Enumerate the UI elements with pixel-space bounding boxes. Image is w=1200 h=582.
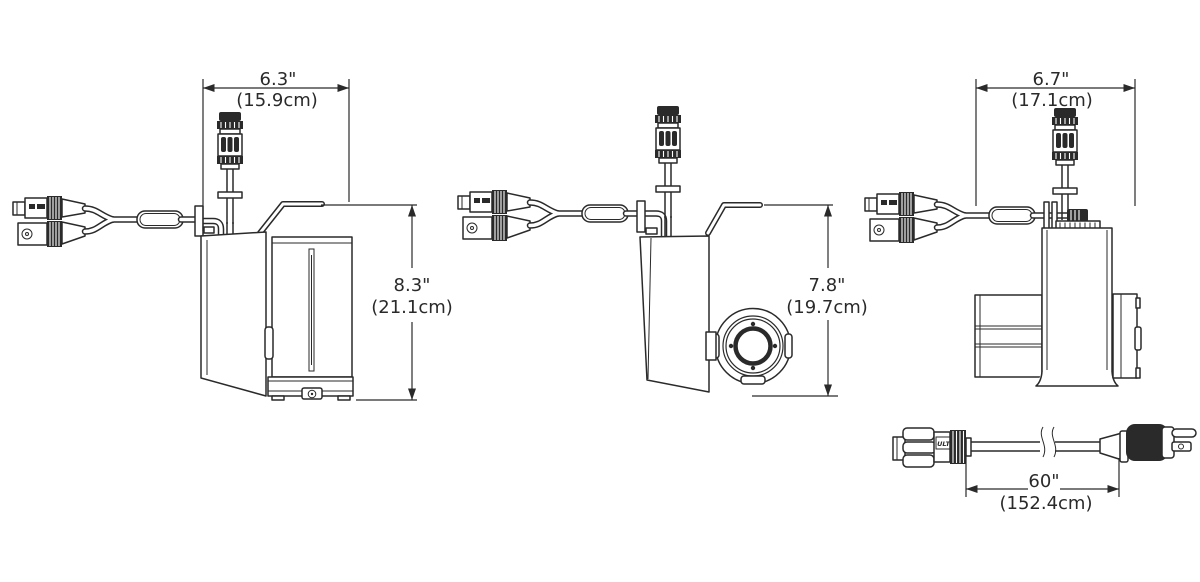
front-width-dimension: 6.3" (15.9cm) xyxy=(202,69,350,231)
front-width-metric-label: (15.9cm) xyxy=(236,90,318,111)
cord-length-metric-label: (152.4cm) xyxy=(999,493,1092,514)
head-housing-side xyxy=(974,294,1043,378)
base-platform xyxy=(267,376,354,401)
stem-flange-plate xyxy=(636,200,646,233)
front-width-inches-label: 6.3" xyxy=(260,69,297,90)
rear-width-dimension: 6.7" (17.1cm) xyxy=(975,69,1136,206)
rear-width-inches-label: 6.7" xyxy=(1033,69,1070,90)
side-track-adapter xyxy=(654,105,682,219)
latch xyxy=(264,326,274,360)
side-height-metric-label: (19.7cm) xyxy=(786,297,868,318)
bezel-tab xyxy=(740,375,766,385)
bezel-screw xyxy=(728,343,734,349)
front-slot xyxy=(308,248,315,372)
bezel-screw xyxy=(750,321,756,327)
cord-break-symbol xyxy=(1040,426,1057,458)
plug-prong xyxy=(1171,428,1197,438)
cord-wire xyxy=(971,441,1100,452)
front-height-inches-label: 8.3" xyxy=(394,275,431,296)
rear-fixture-body xyxy=(974,220,1142,387)
front-view: 6.3" (15.9cm) 8.3" (21.1cm) xyxy=(13,69,453,401)
bezel-tab xyxy=(784,333,793,359)
plug-body xyxy=(1126,424,1168,461)
connector-label: ULT xyxy=(937,440,950,448)
side-fixture-body xyxy=(639,227,710,393)
side-height-dimension: 7.8" (19.7cm) xyxy=(752,204,868,397)
front-cable-assembly xyxy=(13,196,197,247)
front-height-metric-label: (21.1cm) xyxy=(371,297,453,318)
side-cable-assembly xyxy=(458,190,642,241)
front-fixture-body xyxy=(200,226,354,401)
rear-view: 6.7" (17.1cm) xyxy=(865,69,1142,387)
stem-flange-plate xyxy=(194,205,204,237)
front-height-dimension: 8.3" (21.1cm) xyxy=(321,204,453,401)
lens-head xyxy=(705,307,793,385)
front-track-adapter xyxy=(216,111,244,225)
bezel-screw xyxy=(772,343,778,349)
side-height-inches-label: 7.8" xyxy=(809,275,846,296)
bezel-screw xyxy=(750,365,756,371)
cord-length-inches-label: 60" xyxy=(1028,471,1059,492)
nema-plug xyxy=(1099,424,1197,463)
lamp-aperture-ring xyxy=(733,326,773,366)
carry-handle xyxy=(257,201,325,236)
side-view: 7.8" (19.7cm) xyxy=(458,105,868,397)
rear-width-metric-label: (17.1cm) xyxy=(1011,90,1093,111)
rear-bracket xyxy=(1112,293,1142,379)
power-cord: ULT 60" (152.4cm) xyxy=(892,424,1197,514)
plug-prong xyxy=(1171,441,1192,452)
lens-bracket xyxy=(705,331,717,361)
cord-length-dimension: 60" (152.4cm) xyxy=(965,454,1120,514)
twist-lock-connector: ULT xyxy=(892,427,972,468)
rear-cable-assembly xyxy=(865,192,1049,243)
